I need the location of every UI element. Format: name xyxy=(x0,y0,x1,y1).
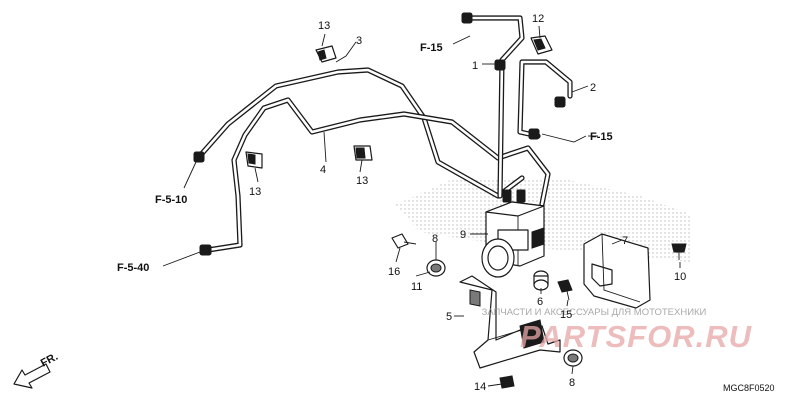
callout-15: 15 xyxy=(560,309,572,321)
leader-lines xyxy=(162,25,681,387)
diagram-code: MGC8F0520 xyxy=(723,383,775,393)
bolt-14 xyxy=(499,375,515,389)
grommet-8-top xyxy=(426,259,446,277)
callout-8-bottom: 8 xyxy=(569,377,575,389)
ref-f15-right: F-15 xyxy=(590,131,613,143)
callout-6: 6 xyxy=(537,296,543,308)
callout-12: 12 xyxy=(532,13,544,25)
callout-1: 1 xyxy=(472,60,478,72)
front-arrow-icon xyxy=(13,363,51,389)
watermark-tagline: ЗАПЧАСТИ И АКСЕССУАРЫ ДЛЯ МОТОТЕХНИКИ xyxy=(482,307,707,318)
callout-3: 3 xyxy=(356,35,362,47)
callout-8-top: 8 xyxy=(432,233,438,245)
callout-7: 7 xyxy=(622,235,628,247)
watermark-brand: PARTSFOR.RU xyxy=(520,319,753,354)
bolt-16 xyxy=(391,233,417,249)
callout-16: 16 xyxy=(388,266,400,278)
clip-10 xyxy=(671,243,687,260)
ref-f5-10: F-5-10 xyxy=(155,194,187,206)
collar-6 xyxy=(533,270,549,291)
abs-modulator-9 xyxy=(481,201,545,278)
pipe-clamp-13-left xyxy=(245,151,263,169)
callout-4: 4 xyxy=(320,164,326,176)
pipe-clamp-12 xyxy=(530,35,553,55)
callout-10: 10 xyxy=(674,271,686,283)
watermark: ЗАПЧАСТИ И АКСЕССУАРЫ ДЛЯ МОТОТЕХНИКИ PA… xyxy=(482,307,753,354)
pipe-clamp-13-middle xyxy=(353,145,373,161)
callout-11: 11 xyxy=(411,281,422,293)
callout-13-top: 13 xyxy=(318,20,330,32)
ref-f5-40: F-5-40 xyxy=(117,262,149,274)
callout-5: 5 xyxy=(446,311,452,323)
ref-f15-top: F-15 xyxy=(420,42,443,54)
direction-label: FR. xyxy=(39,351,60,370)
callout-13-left: 13 xyxy=(249,186,261,198)
callout-numbers: 1 2 3 4 5 6 7 8 8 9 10 11 12 13 13 13 14… xyxy=(249,13,686,393)
callout-14: 14 xyxy=(474,381,486,393)
pipe-fittings xyxy=(193,12,566,256)
front-direction-indicator: FR. xyxy=(13,351,60,389)
callout-13-middle: 13 xyxy=(356,175,368,187)
brake-pipes xyxy=(195,15,573,253)
grommet-8-bottom xyxy=(563,349,583,367)
callout-9: 9 xyxy=(460,229,466,241)
bolt-15 xyxy=(557,279,573,301)
pipe-clamp-13-top xyxy=(315,45,337,63)
bracket-5 xyxy=(459,275,561,369)
figure-references: F-15 F-15 F-5-10 F-5-40 xyxy=(117,42,613,274)
callout-2: 2 xyxy=(590,82,596,94)
cover-7 xyxy=(583,233,651,309)
